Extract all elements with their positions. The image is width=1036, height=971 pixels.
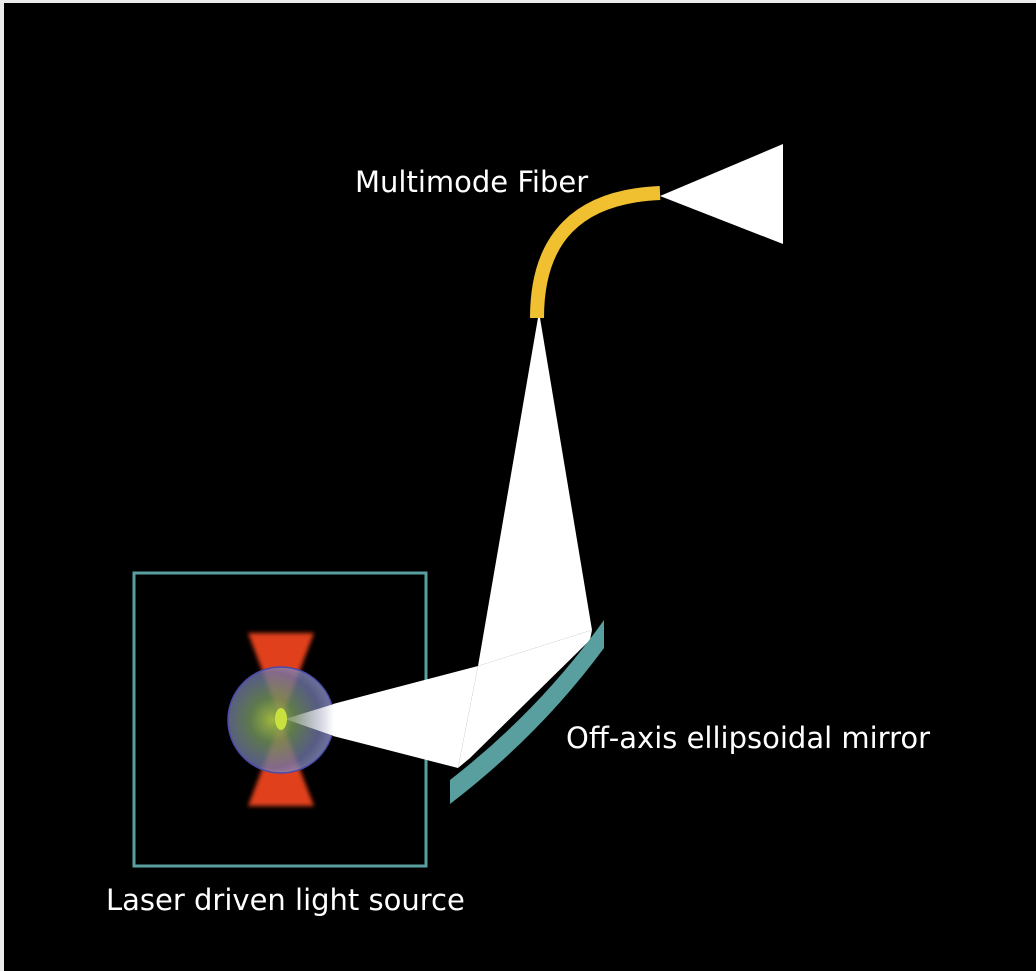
emitted-beam-inner [285, 704, 334, 736]
fiber-output-beam [660, 144, 783, 244]
multimode-fiber [530, 186, 661, 319]
emitted-beam [333, 666, 478, 768]
light-source-label: Laser driven light source [106, 883, 465, 917]
mirror-label: Off-axis ellipsoidal mirror [566, 721, 931, 755]
beam-on-mirror [458, 630, 592, 768]
plasma-spot-icon [275, 708, 287, 730]
fiber-label: Multimode Fiber [355, 165, 589, 199]
ellipsoidal-mirror [450, 620, 604, 804]
left-border [0, 0, 4, 971]
top-border [0, 0, 1036, 3]
reflected-beam [478, 312, 592, 666]
